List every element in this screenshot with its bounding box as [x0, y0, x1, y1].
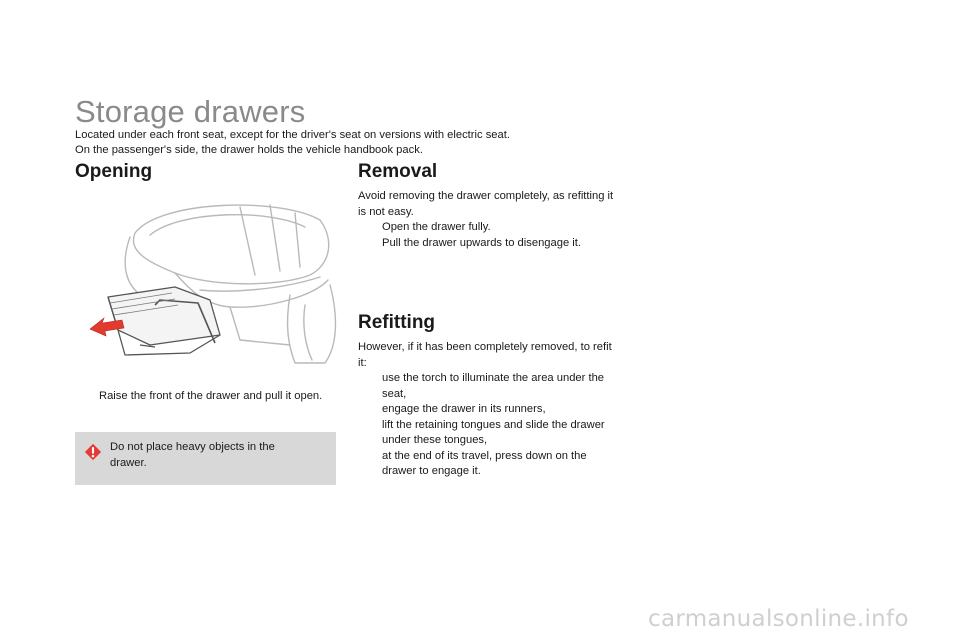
removal-heading: Removal — [358, 161, 438, 182]
list-item: engage the drawer in its runners, — [382, 403, 546, 415]
watermark: carmanualsonline.info — [648, 606, 909, 632]
list-item: Pull the drawer upwards to disengage it. — [382, 236, 582, 249]
list-item: at the end of its travel, press down on … — [382, 449, 587, 478]
page-title: Storage drawers — [75, 94, 306, 129]
refitting-text: However, if it has been completely remov… — [358, 341, 612, 369]
opening-bullet-list: Raise the front of the drawer and pull i… — [75, 389, 340, 405]
intro-line-1: Located under each front seat, except fo… — [75, 129, 510, 141]
warning-text: Do not place heavy objects in the drawer… — [110, 441, 275, 469]
list-item: Open the drawer fully. — [382, 221, 491, 233]
intro-text: Located under each front seat, except fo… — [75, 128, 635, 157]
list-item: Raise the front of the drawer and pull i… — [99, 390, 323, 402]
warning-box: Do not place heavy objects in the drawer… — [75, 432, 336, 485]
warning-icon — [84, 443, 102, 461]
intro-line-2: On the passenger's side, the drawer hold… — [75, 143, 423, 156]
refitting-heading: Refitting — [358, 312, 436, 333]
seat-drawer-illustration — [89, 204, 337, 364]
opening-heading: Opening — [75, 161, 153, 182]
pull-arrow-icon — [89, 317, 125, 337]
list-item: use the torch to illuminate the area und… — [382, 372, 605, 400]
removal-text: Avoid removing the drawer completely, as… — [358, 190, 614, 218]
removal-bullet-list: Open the drawer fully. Pull the drawer u… — [358, 220, 623, 251]
refitting-bullet-list: use the torch to illuminate the area und… — [358, 371, 623, 480]
list-item: lift the retaining tongues and slide the… — [382, 418, 605, 447]
